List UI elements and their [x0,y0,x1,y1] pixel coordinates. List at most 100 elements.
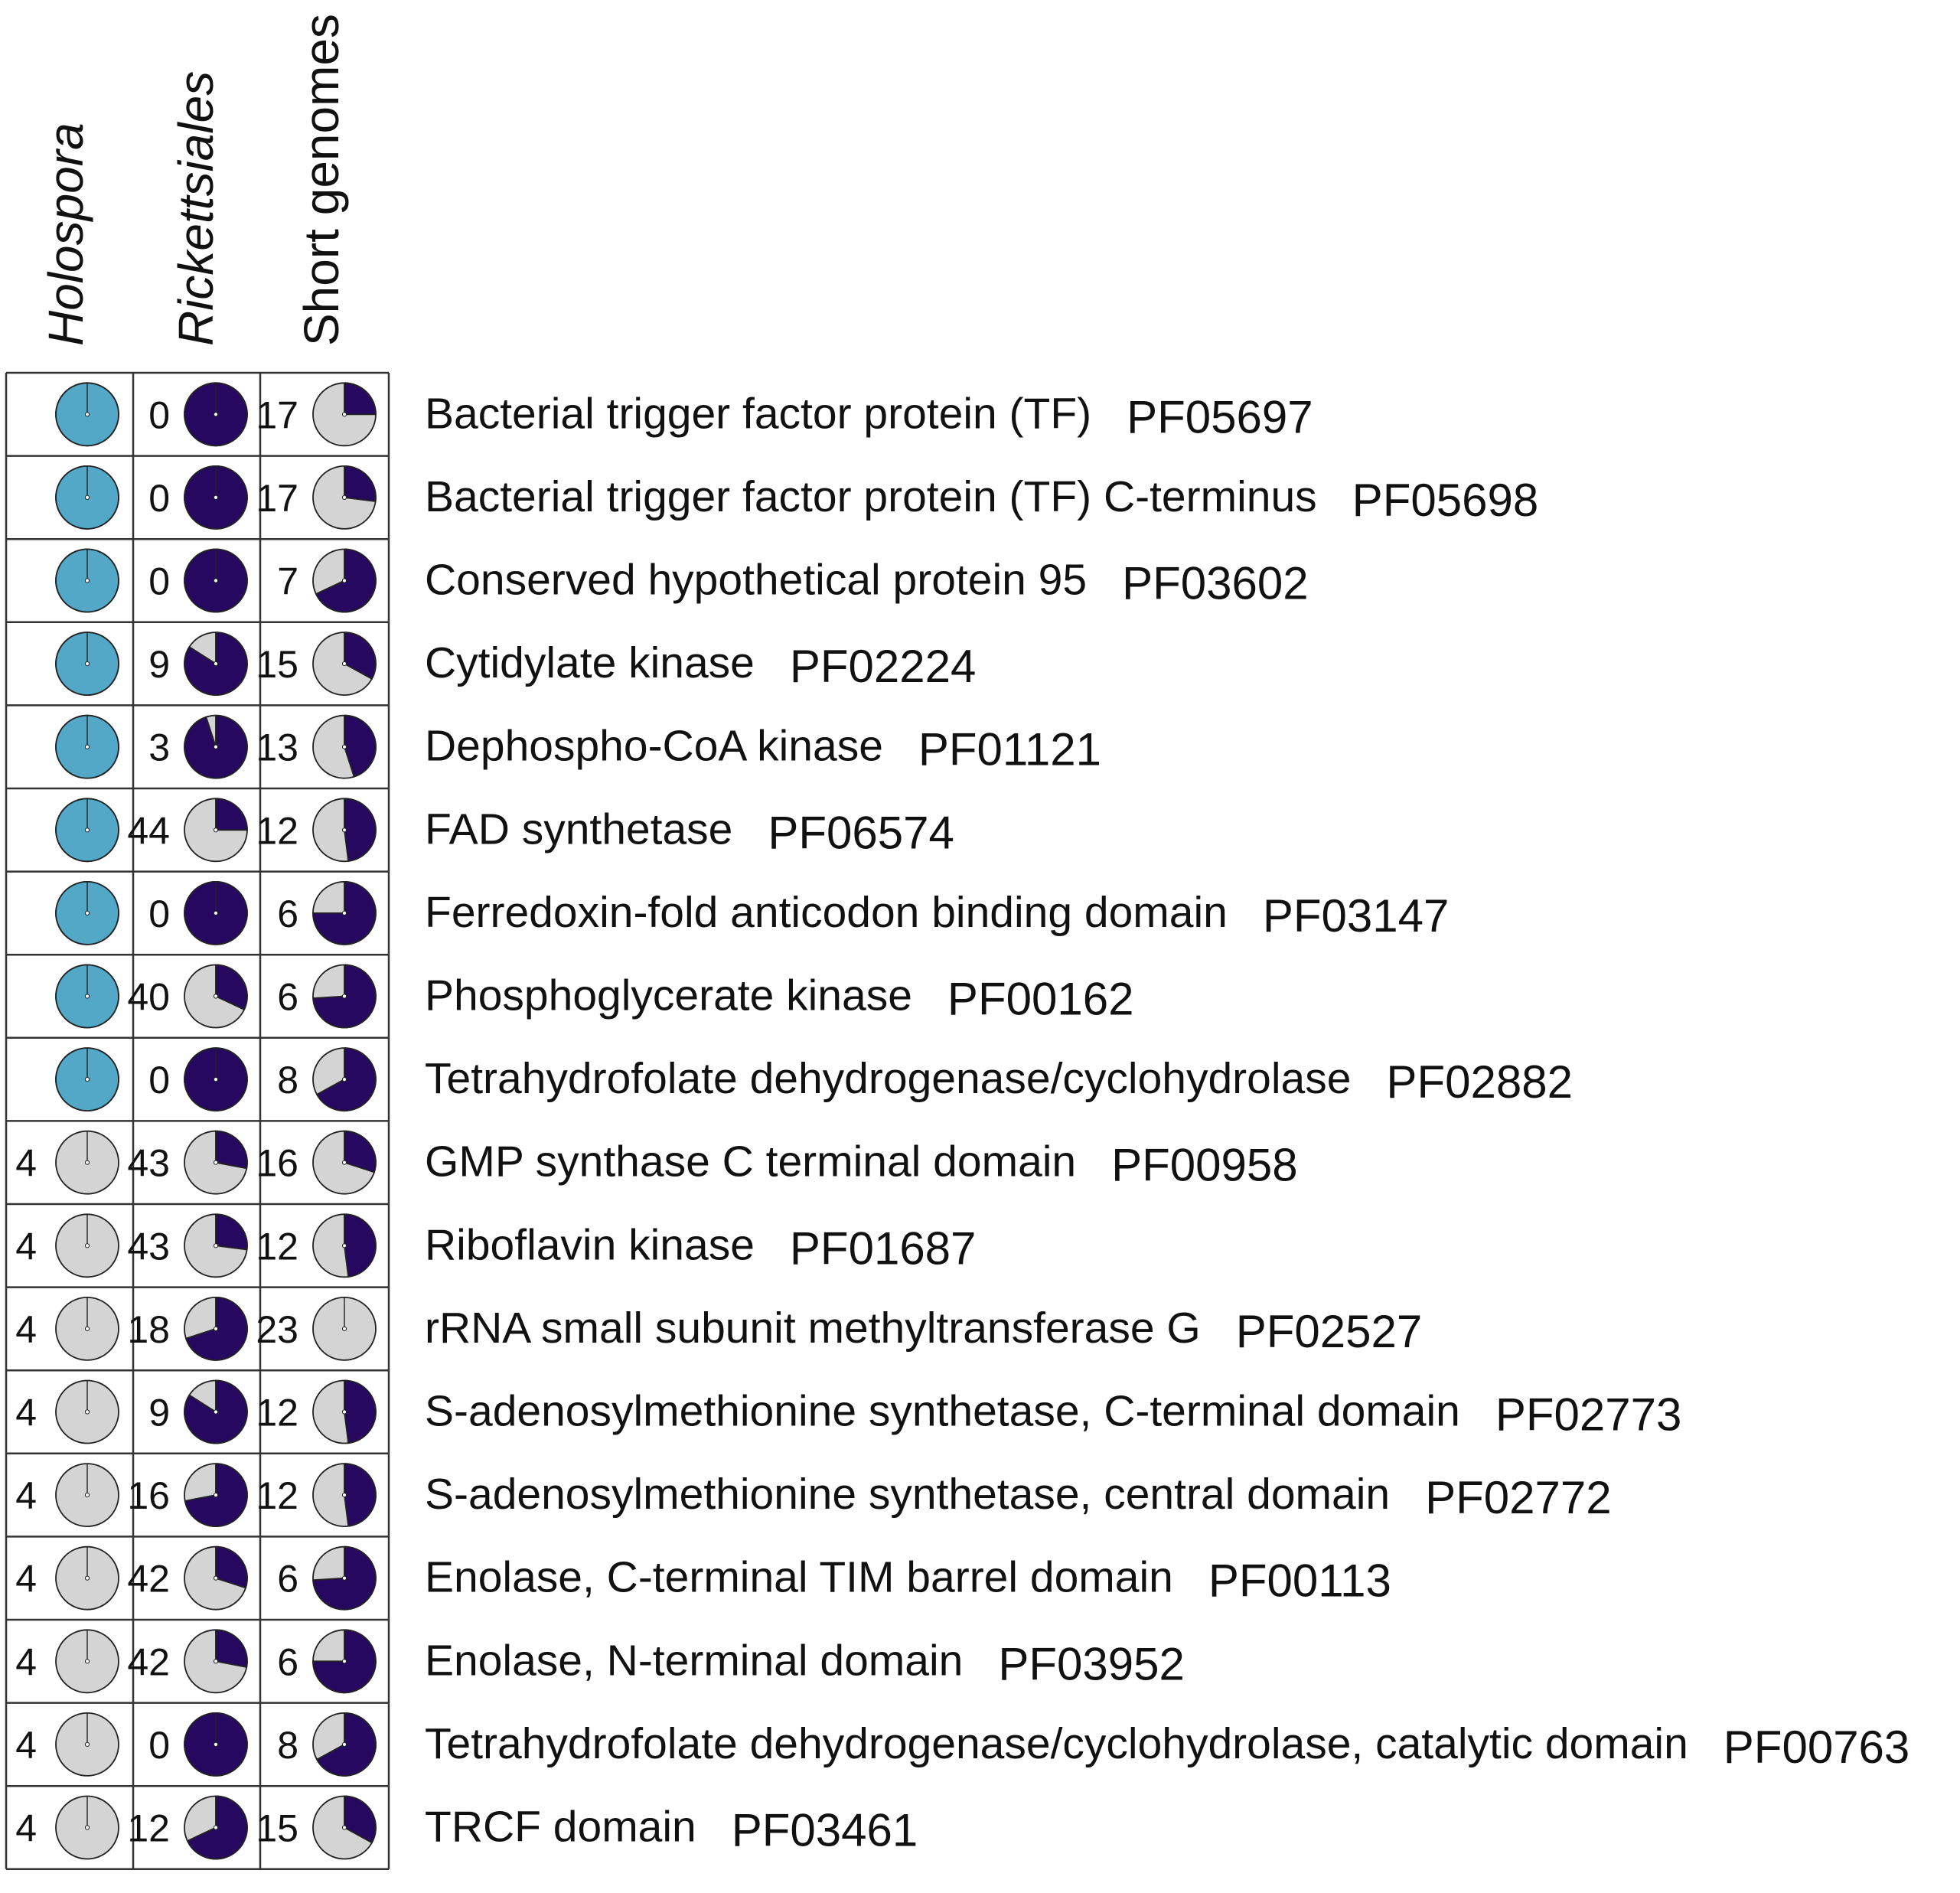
pie-center-dot [213,994,219,999]
pie-center-dot [341,1493,347,1498]
pie-slice [344,1213,377,1278]
domain-label: Riboflavin kinase [425,1220,755,1269]
pie-center-dot [341,412,347,417]
pie-slice [215,1130,248,1170]
domain-label: GMP synthase C terminal domain [425,1137,1076,1186]
count-label: 44 [127,809,170,852]
pie-center-dot [84,827,90,833]
pfam-id: PF03952 [998,1638,1185,1689]
count-label: 6 [277,1558,298,1601]
pie-holospora [55,548,119,613]
pfam-id: PF01687 [790,1222,977,1274]
pie-center-dot [213,1825,219,1830]
pie-center-dot [213,1409,219,1415]
pfam-id: PF02772 [1425,1472,1612,1523]
count-label: 0 [148,1059,170,1102]
count-label: 12 [256,1225,298,1268]
pfam-id: PF03602 [1122,558,1309,609]
pie-center-dot [341,994,347,999]
domain-label: Bacterial trigger factor protein (TF) C-… [425,472,1317,521]
pie-center-dot [84,994,90,999]
domain-label: Enolase, N-terminal domain [425,1636,963,1685]
pie-center-dot [341,1825,347,1830]
pie-rickettsiales [184,1296,248,1361]
pie-holospora [55,1545,119,1611]
pie-center-dot [341,1409,347,1415]
grid-lines [5,371,390,1871]
pie-rickettsiales [184,1629,248,1694]
pie-short-genomes [312,1047,377,1111]
pie-short-genomes [312,1379,377,1444]
pie-center-dot [213,1493,219,1498]
pie-holospora [55,1130,119,1195]
count-label: 43 [127,1225,170,1268]
pfam-id: PF02773 [1495,1389,1682,1441]
count-label: 6 [277,1640,298,1683]
pie-center-dot [341,578,347,583]
pfam-id: PF00113 [1208,1555,1391,1607]
pie-center-dot [341,1326,347,1332]
pie-center-dot [84,1741,90,1747]
domain-label: S-adenosylmethionine synthetase, C-termi… [425,1387,1460,1436]
pie-holospora [55,714,119,779]
pie-short-genomes [312,632,377,696]
count-label: 4 [15,1640,37,1683]
pie-holospora [55,1047,119,1111]
pie-rickettsiales [184,548,248,613]
count-label: 17 [256,393,298,436]
count-label: 0 [148,893,170,935]
pie-short-genomes [312,465,377,530]
pie-rickettsiales [184,1130,248,1195]
pie-short-genomes [312,964,377,1029]
pie-slice [344,1795,377,1844]
pie-center-dot [213,661,219,667]
pie-rickettsiales [184,1047,248,1111]
pie-center-dot [341,1659,347,1664]
pie-slice [344,632,377,681]
pfam-id: PF06574 [768,807,954,858]
pie-rickettsiales [184,632,248,696]
count-label: 9 [148,1392,170,1434]
pie-holospora [55,1629,119,1694]
pie-slice [215,1213,248,1251]
count-label: 42 [127,1558,170,1601]
pie-rickettsiales [184,714,248,779]
domain-label: Dephospho-CoA kinase [425,722,883,771]
count-label: 15 [256,1807,298,1850]
pie-slice [312,880,377,945]
domain-label: Tetrahydrofolate dehydrogenase/cyclohydr… [425,1719,1688,1768]
count-label: 4 [15,1474,37,1517]
pie-holospora [55,1795,119,1860]
pie-center-dot [341,1243,347,1248]
pie-short-genomes [312,714,377,779]
pie-short-genomes [312,1130,377,1195]
pie-center-dot [213,827,219,833]
domain-label: TRCF domain [425,1803,696,1852]
count-label: 16 [256,1142,298,1185]
pie-center-dot [84,744,90,749]
pie-slice [215,964,248,1011]
pie-slice [344,1463,377,1527]
count-label: 4 [15,1807,37,1850]
count-label: 12 [256,1474,298,1517]
pie-center-dot [341,1077,347,1082]
pie-holospora [55,632,119,696]
pie-center-dot [341,1575,347,1581]
pie-holospora [55,1379,119,1444]
count-label: 4 [15,1142,37,1185]
count-label: 8 [277,1059,298,1102]
domain-label: rRNA small subunit methyltransferase G [425,1304,1201,1353]
count-label: 3 [148,726,170,769]
pie-rickettsiales [184,1213,248,1278]
pie-center-dot [341,1741,347,1747]
